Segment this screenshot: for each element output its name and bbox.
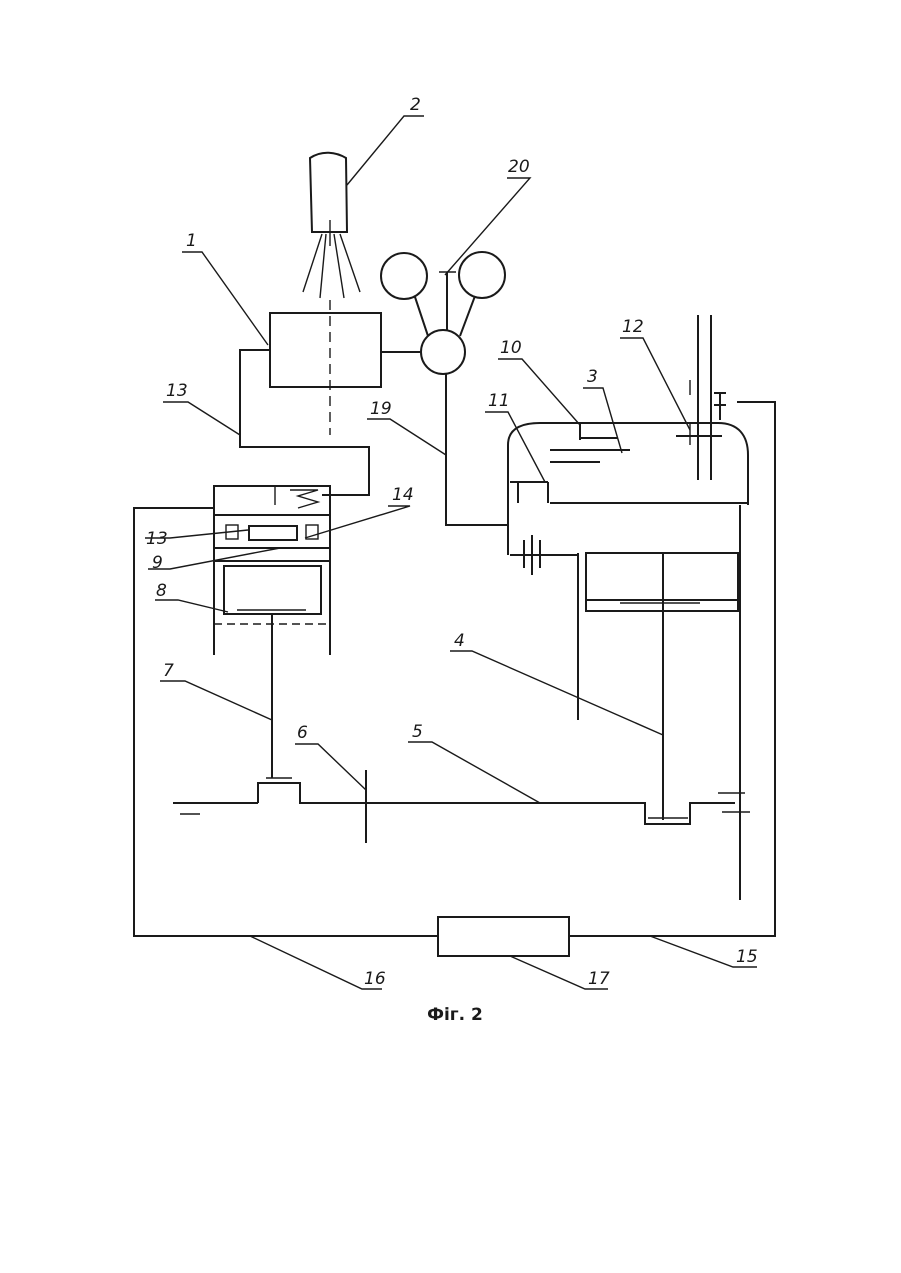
label-14: 14 <box>392 485 414 505</box>
piston-8 <box>224 566 321 614</box>
element-17 <box>438 917 569 956</box>
label-19: 19 <box>370 399 392 419</box>
label-16: 16 <box>364 969 386 989</box>
valve-housing <box>214 485 330 778</box>
label-1: 1 <box>186 231 197 251</box>
label-4: 4 <box>454 631 465 651</box>
figure-caption: Фіг. 2 <box>427 1005 483 1025</box>
engine-cylinder <box>508 423 748 900</box>
piston-3 <box>586 553 738 820</box>
label-7: 7 <box>163 661 174 681</box>
label-18: 13 <box>166 381 188 401</box>
label-5: 5 <box>412 722 423 742</box>
label-6: 6 <box>297 723 308 743</box>
label-2: 2 <box>410 95 421 115</box>
governor-20 <box>381 252 505 374</box>
label-8: 8 <box>156 581 167 601</box>
injector-12 <box>676 315 726 480</box>
label-17: 17 <box>588 969 610 989</box>
label-15: 15 <box>736 947 758 967</box>
label-20: 20 <box>508 157 530 177</box>
label-13: 13 <box>146 529 168 549</box>
label-3: 3 <box>587 367 598 387</box>
pipe-18 <box>240 350 369 495</box>
spool-14 <box>249 526 297 540</box>
block-1 <box>270 313 381 387</box>
label-10: 10 <box>500 338 522 358</box>
label-9: 9 <box>152 553 163 573</box>
label-12: 12 <box>622 317 644 337</box>
nozzle-2 <box>303 153 360 298</box>
label-11: 11 <box>488 391 510 411</box>
